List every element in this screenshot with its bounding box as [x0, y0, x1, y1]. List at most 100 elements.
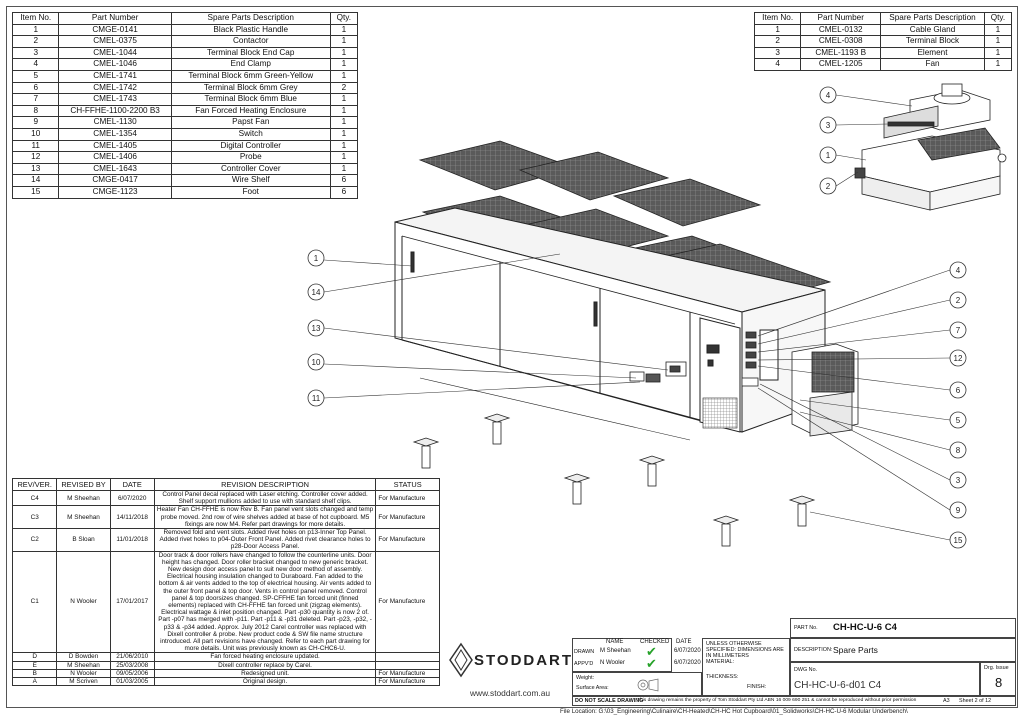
cell-part-number: CMGE-0417 [58, 174, 172, 187]
callout-label: 3 [956, 476, 961, 485]
approval-grid [572, 638, 672, 672]
col-item-no: Item No. [753, 12, 802, 25]
callout-label: 8 [956, 446, 961, 455]
approved-label: APPV'D [574, 661, 594, 667]
callout-label: 9 [956, 506, 961, 515]
table-header-row: Item No. Part Number Spare Parts Descrip… [11, 12, 359, 25]
material-label: MATERIAL: [706, 659, 735, 665]
col-rev: REV/VER. [11, 478, 58, 491]
cell-description: Element [880, 46, 985, 60]
cell-description: Fan Forced Heating Enclosure [170, 104, 331, 118]
rev-cell-date: 21/06/2010 [109, 652, 155, 662]
rev-cell-revised-by: M Sheehan [56, 505, 111, 530]
description-cell: DESCRIPTION: Spare Parts [790, 638, 1016, 662]
rev-cell-status: For Manufacture [375, 677, 440, 687]
footer-strip: DO NOT SCALE DRAWING This drawing remain… [572, 696, 1016, 706]
callout-label: 11 [312, 394, 321, 403]
cell-qty: 1 [329, 116, 359, 129]
cell-qty: 1 [329, 46, 359, 60]
cell-description: Terminal Block [880, 35, 985, 48]
cell-part-number: CMEL-1741 [58, 69, 172, 83]
drawing-frame [6, 6, 1018, 708]
cell-qty: 1 [329, 69, 359, 83]
cell-part-number: CMGE-1123 [58, 185, 172, 199]
cell-item-no: 9 [11, 116, 60, 129]
cell-item-no: 3 [11, 46, 60, 60]
weight-label: Weight: [576, 675, 595, 681]
cell-part-number: CMEL-1205 [800, 58, 882, 71]
rev-cell-description: Control Panel decal replaced with Laser … [153, 489, 377, 507]
cell-part-number: CMEL-1193 B [800, 46, 882, 60]
cell-qty: 1 [329, 35, 359, 48]
drawn-label: DRAWN [574, 649, 595, 655]
col-description: Spare Parts Description [170, 12, 331, 25]
header-date: DATE [676, 639, 692, 645]
cell-description: Terminal Block 6mm Grey [170, 81, 331, 95]
col-part-number: Part Number [800, 12, 882, 25]
do-not-scale-note: DO NOT SCALE DRAWING [575, 698, 644, 704]
cell-qty: 1 [329, 23, 359, 37]
rev-cell-description: Redesigned unit. [153, 668, 377, 679]
cell-part-number: CMEL-1742 [58, 81, 172, 95]
rev-cell-status [375, 660, 440, 670]
rev-cell-revised-by: N Wooler [56, 550, 111, 654]
drawn-name: M Sheehan [600, 648, 631, 654]
rev-cell-description: Original design. [153, 677, 377, 687]
rev-cell-rev: C4 [11, 489, 58, 507]
cell-description: Terminal Block End Cap [170, 46, 331, 60]
rev-cell-rev: D [11, 652, 58, 662]
callout-label: 2 [826, 182, 831, 191]
cell-qty: 1 [983, 46, 1013, 60]
part-no-value: CH-HC-U-6 C4 [833, 622, 897, 633]
rev-cell-description: Dixell controller replace by Carel. [153, 660, 377, 670]
cell-part-number: CMEL-1406 [58, 151, 172, 164]
rev-cell-rev: C2 [11, 528, 58, 552]
dwg-no-label: DWG No. [794, 667, 818, 673]
surface-area-label: Surface Area: [576, 685, 609, 691]
rev-cell-description: Fan forced heating enclosure updated. [153, 652, 377, 662]
cell-part-number: CMEL-0308 [800, 35, 882, 48]
callout-labels: 1 14 13 10 11 4 2 7 12 6 5 8 3 9 15 4 3 … [312, 91, 963, 545]
cell-item-no: 15 [11, 185, 60, 199]
rev-cell-date: 25/03/2008 [109, 660, 155, 670]
col-revision-description: REVISION DESCRIPTION [153, 478, 377, 491]
callout-label: 2 [956, 296, 961, 305]
callout-label: 1 [826, 151, 831, 160]
cell-qty: 1 [329, 58, 359, 71]
rev-cell-rev: C1 [11, 550, 58, 654]
cell-description: Contactor [170, 35, 331, 48]
cell-description: Wire Shelf [170, 174, 331, 187]
callout-balloons [307, 86, 967, 549]
rev-cell-revised-by: B Sloan [56, 528, 111, 552]
rev-cell-rev: B [11, 668, 58, 679]
cell-item-no: 8 [11, 104, 60, 118]
callout-label: 14 [312, 288, 321, 297]
title-block: STODDART www.stoddart.com.au NAME CHECKE… [444, 618, 1016, 706]
finish-label: FINISH: [747, 684, 767, 690]
projection-symbol-icon [637, 678, 659, 692]
drawing-issue-value: 8 [995, 675, 1003, 690]
tolerance-note: UNLESS OTHERWISE SPECIFIED: DIMENSIONS A… [706, 641, 784, 660]
cell-item-no: 7 [11, 93, 60, 106]
dwg-no-cell: DWG No. CH-HC-U-6-d01 C4 [790, 662, 980, 696]
logo-area: STODDART www.stoddart.com.au [444, 618, 572, 706]
callout-label: 6 [956, 386, 961, 395]
hot-cupboard-cabinet [394, 207, 826, 441]
cell-description: Black Plastic Handle [170, 23, 331, 37]
rev-cell-revised-by: M Sheehan [56, 489, 111, 507]
cell-description: Digital Controller [170, 139, 331, 153]
part-no-label: PART No. [794, 625, 818, 631]
cell-description: Papst Fan [170, 116, 331, 129]
cell-part-number: CMEL-1046 [58, 58, 172, 71]
rev-cell-date: 14/11/2018 [109, 505, 155, 530]
